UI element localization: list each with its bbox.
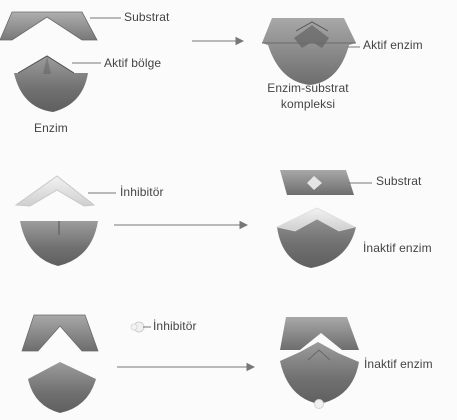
row1-complex-shape [262,18,356,85]
row2-inactive-enzyme-shape [277,208,356,268]
label-enzim: Enzim [34,121,68,135]
row2-substrate-shape [280,170,354,195]
label-aktif-enzim: Aktif enzim [363,38,423,52]
label-inaktif-enzim-row3: İnaktif enzim [364,357,433,371]
label-substrat-row2: Substrat [376,174,422,188]
label-kompleksi: kompleksi [258,97,358,111]
row2-inhibitor-shape [16,176,94,206]
row3-substrate-shape [22,315,98,351]
label-inhibitor-row2: İnhibitör [120,185,164,199]
row2-enzyme-shape [20,221,98,266]
label-enzim-substrat: Enzim-substrat [258,81,358,95]
label-inaktif-enzim-row2: İnaktif enzim [363,241,432,255]
label-substrat-row1: Substrat [124,10,170,24]
label-aktif-bolge: Aktif bölge [104,56,161,70]
row3-inhibitor-blob [131,322,144,332]
row3-inactive-enzyme-shape [280,342,359,409]
label-inhibitor-row3: İnhibitör [153,319,197,333]
row1-substrate-shape [0,12,97,40]
row1-enzyme-shape [14,56,88,112]
row3-enzyme-shape [28,362,96,413]
